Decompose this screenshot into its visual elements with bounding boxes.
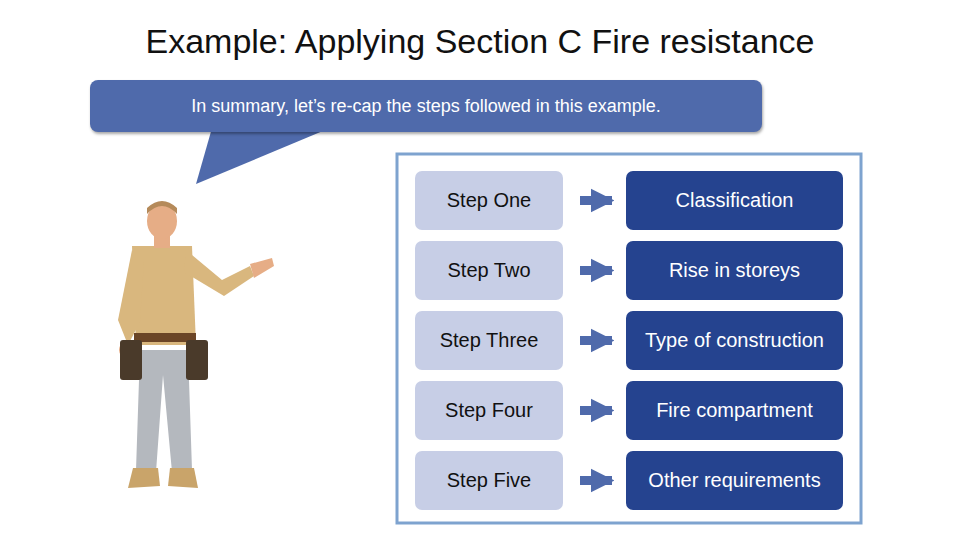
- node-text: Rise in storeys: [669, 259, 800, 282]
- step-arrow: [580, 406, 612, 415]
- step-arrow: [580, 476, 612, 485]
- node-text: Other requirements: [648, 469, 820, 492]
- node-text: Step Three: [440, 329, 539, 352]
- result-box: Other requirements: [626, 451, 843, 510]
- node-text: Step Four: [445, 399, 533, 422]
- step-box: Step Two: [415, 241, 563, 300]
- node-text: Step Five: [447, 469, 531, 492]
- slide-title: Example: Applying Section C Fire resista…: [0, 22, 960, 61]
- step-arrow: [580, 336, 612, 345]
- node-text: Type of construction: [645, 329, 824, 352]
- node-text: Classification: [676, 189, 794, 212]
- result-box: Fire compartment: [626, 381, 843, 440]
- result-box: Classification: [626, 171, 843, 230]
- builder-figure: [118, 201, 274, 488]
- step-box: Step Five: [415, 451, 563, 510]
- speech-bubble: In summary, let’s re-cap the steps follo…: [90, 80, 762, 132]
- step-box: Step Three: [415, 311, 563, 370]
- result-box: Type of construction: [626, 311, 843, 370]
- node-text: Fire compartment: [656, 399, 813, 422]
- step-box: Step Four: [415, 381, 563, 440]
- node-text: In summary, let’s re-cap the steps follo…: [191, 96, 661, 117]
- steps-frame: [397, 154, 861, 523]
- bubble-tail: [196, 128, 330, 184]
- node-text: Step One: [447, 189, 532, 212]
- step-box: Step One: [415, 171, 563, 230]
- step-arrow: [580, 266, 612, 275]
- step-arrow: [580, 196, 612, 205]
- node-text: Step Two: [447, 259, 530, 282]
- result-box: Rise in storeys: [626, 241, 843, 300]
